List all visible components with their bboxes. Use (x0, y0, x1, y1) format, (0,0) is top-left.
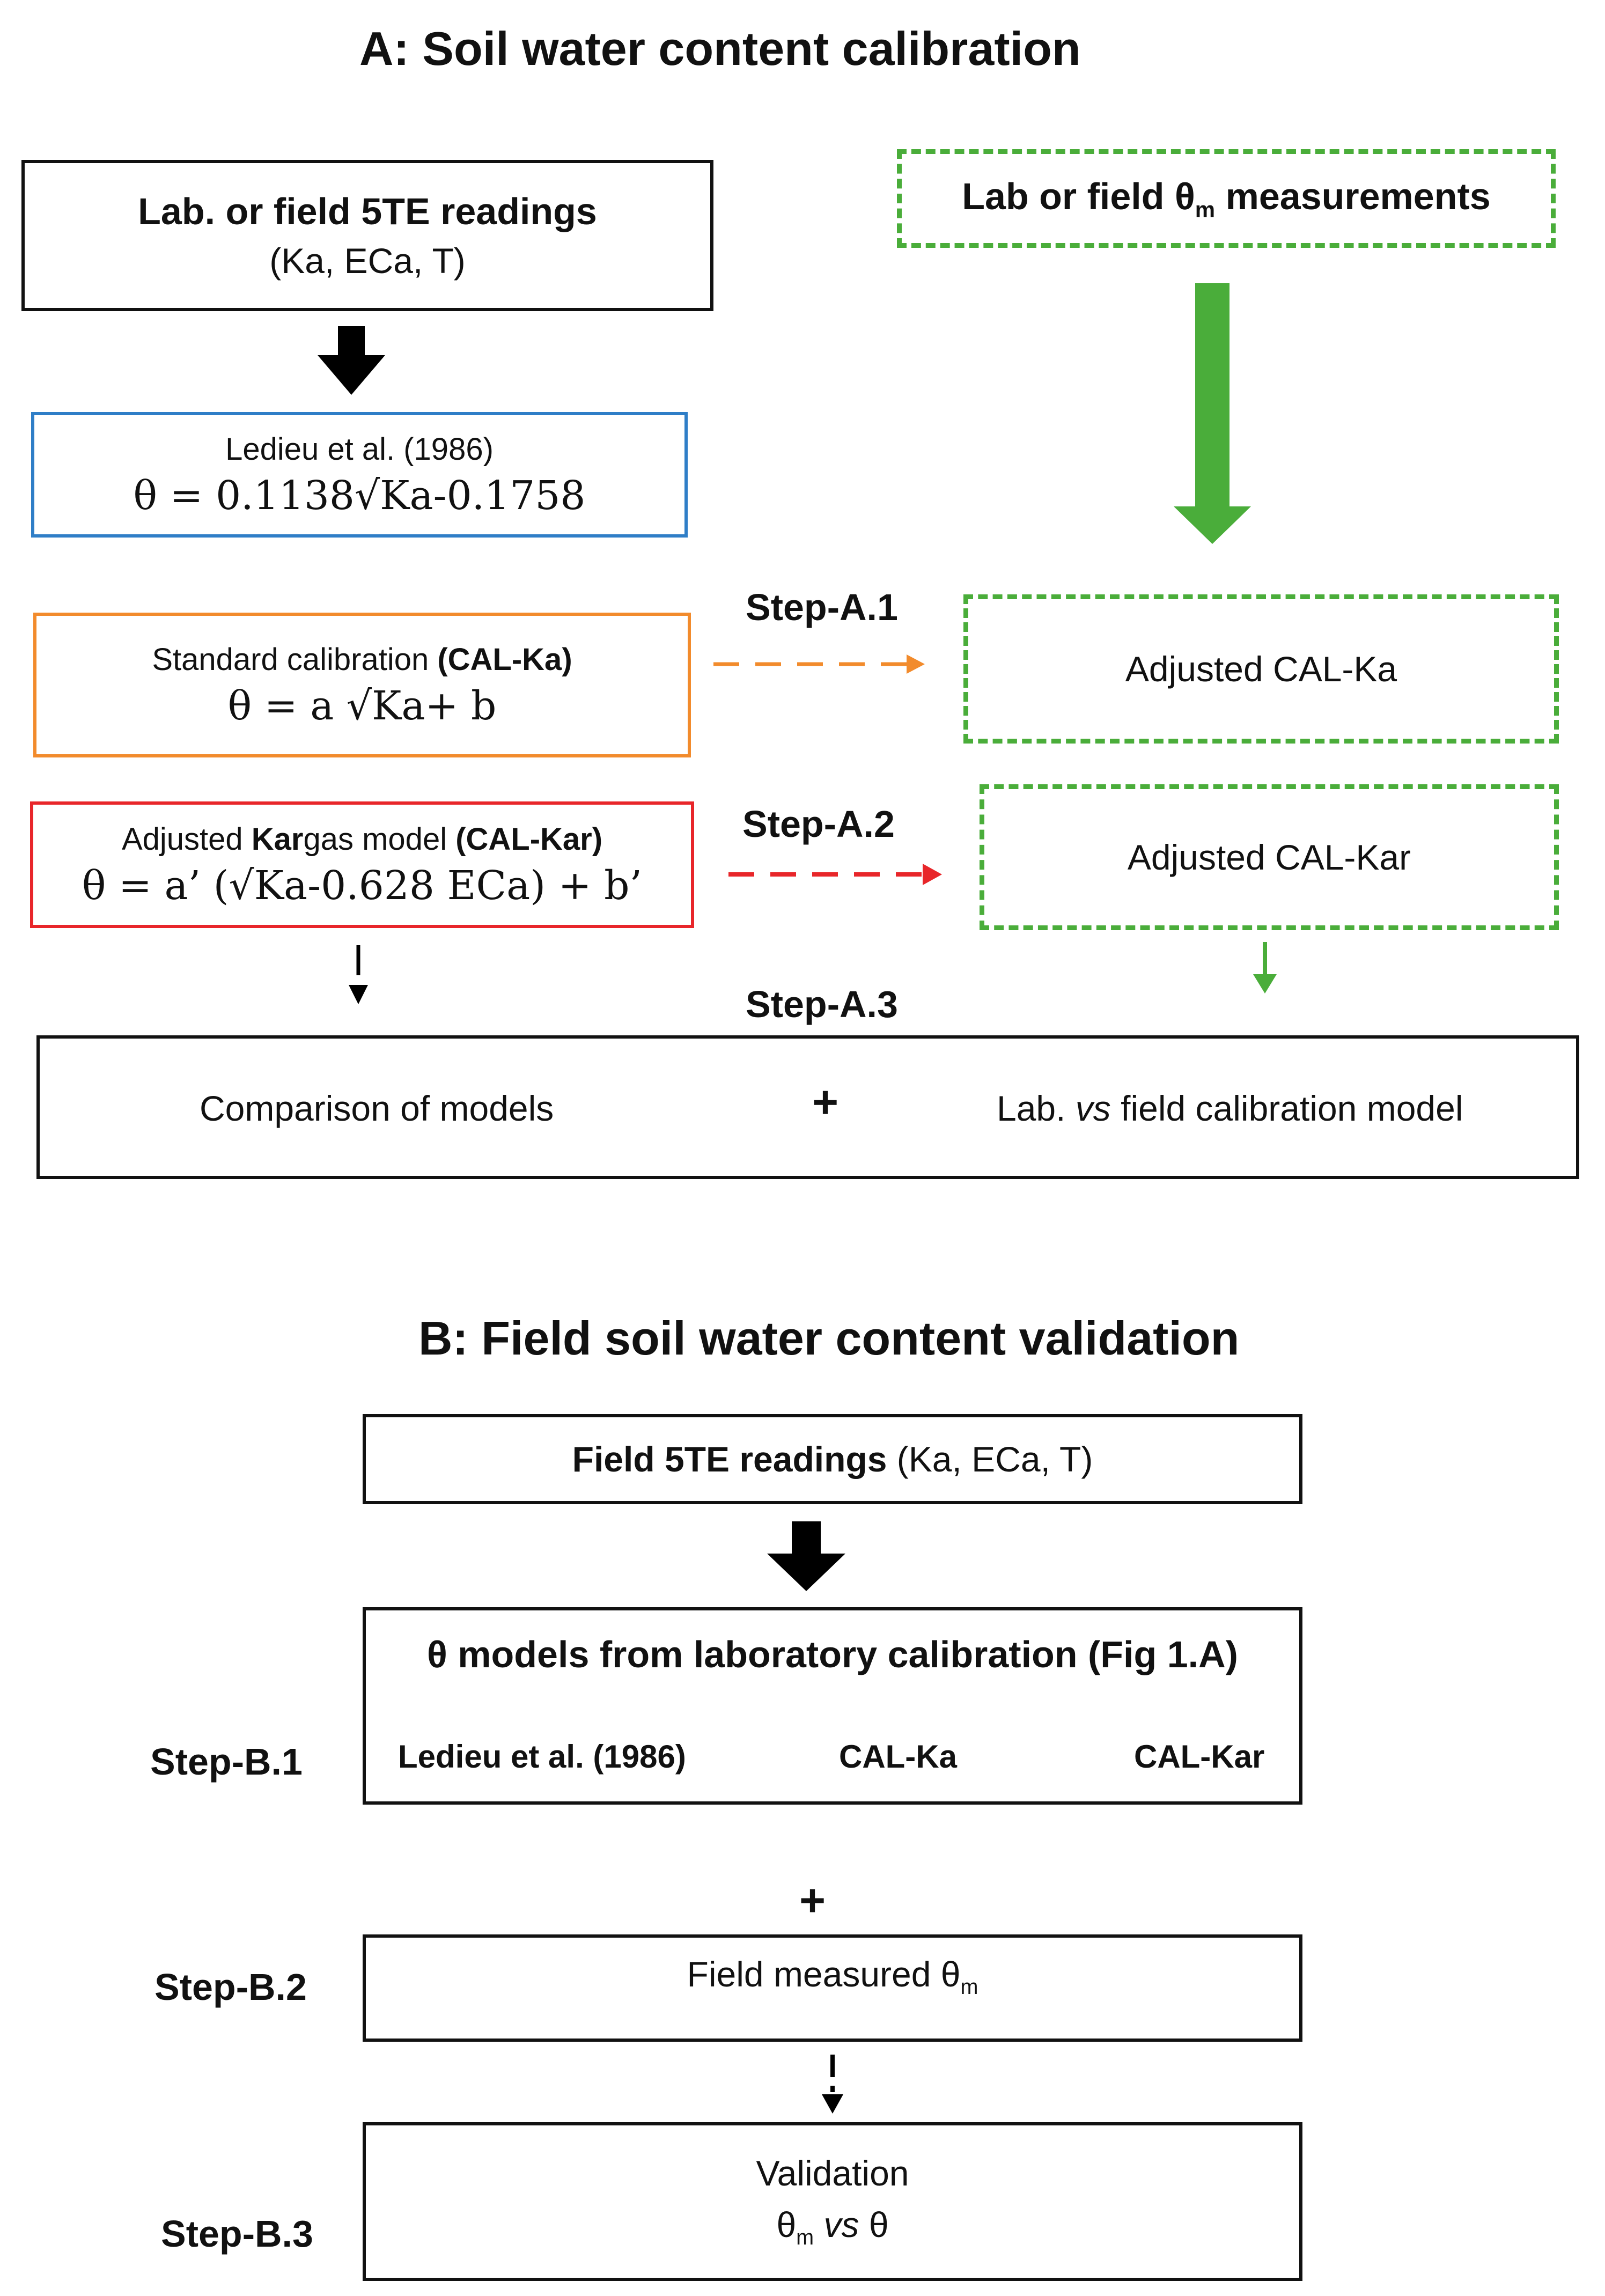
kargas-model-equation: θ = a’ (√Ka-0.628 ECa) + b’ (82, 862, 643, 909)
section-b-plus: + (799, 1875, 826, 1925)
adjusted-cal-ka-box: Adjusted CAL-Ka (963, 594, 1559, 744)
readings-box: Lab. or field 5TE readings (Ka, ECa, T) (21, 160, 713, 311)
field-readings-label: Field 5TE readings (Ka, ECa, T) (572, 1439, 1093, 1479)
measurements-box: Lab or field θm measurements (897, 149, 1556, 248)
standard-calibration-box: Standard calibration (CAL-Ka) θ = a √Ka+… (33, 613, 691, 757)
standard-calibration-title: Standard calibration (CAL-Ka) (152, 642, 572, 677)
lab-models-box: θ models from laboratory calibration (Fi… (363, 1607, 1302, 1805)
step-a3-label: Step-A.3 (746, 983, 898, 1025)
validation-line: θm vs θ (776, 2205, 889, 2250)
validation-box: Validation θm vs θ (363, 2122, 1302, 2281)
kargas-model-title: Adjusted Kargas model (CAL-Kar) (121, 821, 603, 857)
adjusted-cal-kar-label: Adjusted CAL-Kar (1127, 837, 1411, 877)
arrow-measured-to-validation (822, 2055, 843, 2114)
field-measured-label: Field measured θm (687, 1954, 978, 1999)
section-b-title: B: Field soil water content validation (418, 1312, 1240, 1365)
model-item-ledieu: Ledieu et al. (1986) (398, 1739, 686, 1775)
arrow-adjusted-kar-down (1253, 942, 1277, 994)
lab-models-title: θ models from laboratory calibration (Fi… (427, 1633, 1238, 1675)
standard-calibration-equation: θ = a √Ka+ b (227, 682, 497, 729)
kargas-model-box: Adjusted Kargas model (CAL-Kar) θ = a’ (… (30, 801, 694, 928)
adjusted-cal-ka-label: Adjusted CAL-Ka (1125, 649, 1397, 689)
ledieu-equation: θ = 0.1138√Ka-0.1758 (133, 472, 586, 519)
measurements-box-title: Lab or field θm measurements (962, 175, 1491, 222)
lab-vs-field-label: Lab. vs field calibration model (997, 1088, 1463, 1128)
arrow-field-readings-to-models (767, 1521, 845, 1591)
step-a1-label: Step-A.1 (746, 586, 898, 628)
ledieu-box: Ledieu et al. (1986) θ = 0.1138√Ka-0.175… (31, 412, 688, 538)
comparison-plus: + (812, 1077, 839, 1127)
arrow-kargas-down (349, 945, 368, 1004)
arrow-standard-to-adjusted-ka (713, 654, 925, 674)
readings-box-title: Lab. or field 5TE readings (138, 190, 597, 232)
comparison-box: Comparison of models + Lab. vs field cal… (36, 1035, 1579, 1179)
readings-box-sub: (Ka, ECa, T) (269, 241, 466, 281)
field-readings-box: Field 5TE readings (Ka, ECa, T) (363, 1414, 1302, 1504)
step-b2-label: Step-B.2 (154, 1966, 307, 2008)
arrow-measurements-down (1174, 283, 1251, 544)
model-item-cal-kar: CAL-Kar (1134, 1739, 1265, 1775)
arrow-kargas-to-adjusted-kar (728, 864, 942, 885)
ledieu-box-title: Ledieu et al. (1986) (225, 431, 494, 467)
step-b1-label: Step-B.1 (150, 1741, 303, 1783)
arrow-readings-to-ledieu (318, 326, 385, 395)
step-b3-label: Step-B.3 (161, 2213, 313, 2255)
section-a-title: A: Soil water content calibration (359, 22, 1081, 75)
field-measured-box: Field measured θm (363, 1934, 1302, 2042)
model-item-cal-ka: CAL-Ka (839, 1739, 957, 1775)
adjusted-cal-kar-box: Adjusted CAL-Kar (980, 784, 1559, 930)
comparison-models-label: Comparison of models (200, 1088, 554, 1128)
step-a2-label: Step-A.2 (742, 803, 895, 845)
validation-title: Validation (756, 2153, 909, 2194)
